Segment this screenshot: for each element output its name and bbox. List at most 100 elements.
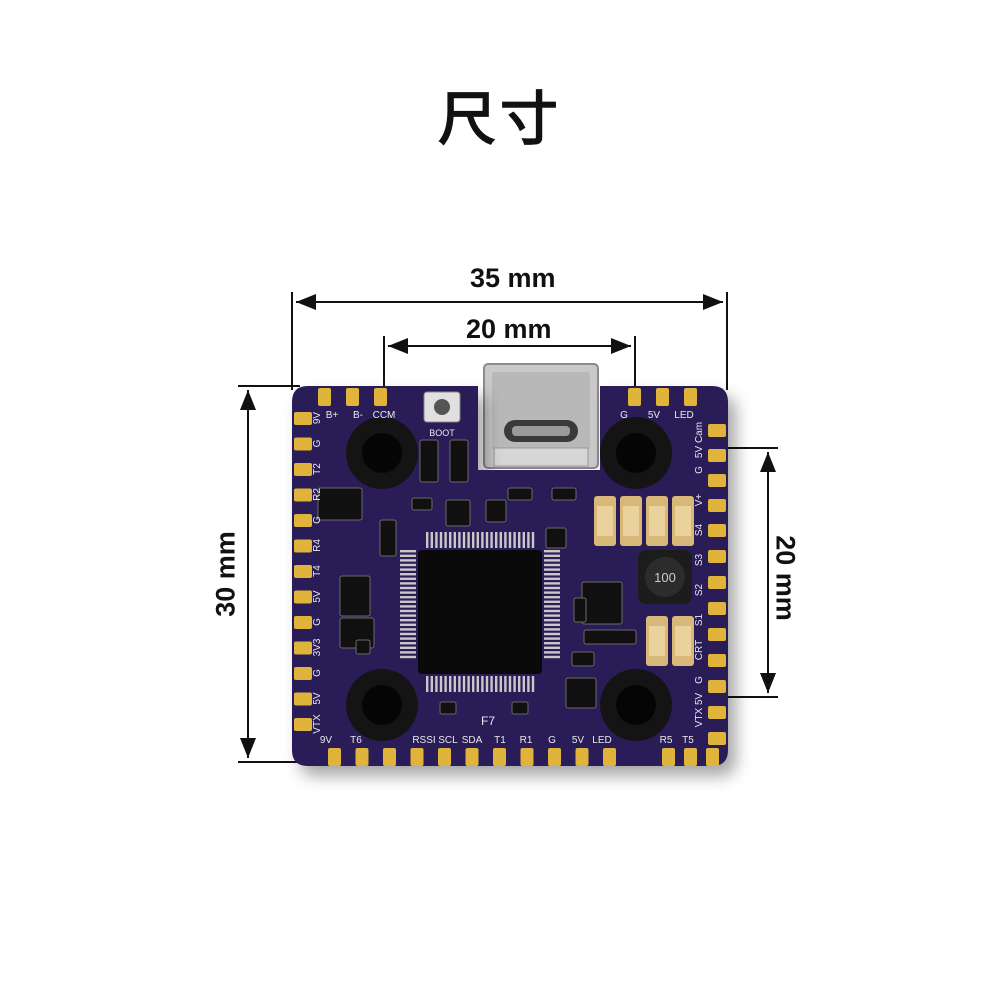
solder-pad	[294, 718, 312, 731]
capacitor-body	[623, 506, 639, 536]
pin-label-left: G	[312, 516, 323, 524]
solder-pad	[708, 680, 726, 693]
solder-pad	[294, 514, 312, 527]
mounting-hole	[616, 433, 656, 473]
smd-component	[355, 639, 371, 655]
chip-silk-label: F7	[481, 714, 495, 728]
pin-label-top: G	[620, 410, 628, 421]
solder-pad	[294, 590, 312, 604]
pin-label-left: 5V	[312, 692, 323, 705]
pin-label-left: 9V	[312, 412, 323, 425]
solder-pad	[493, 748, 506, 766]
solder-pad	[294, 488, 312, 502]
boot-button-knob	[434, 399, 450, 415]
smd-component	[551, 487, 577, 501]
height-outer-label: 30 mm	[210, 531, 241, 617]
pin-label-right: G	[694, 676, 705, 684]
pin-label-bottom: SDA	[462, 735, 483, 746]
solder-pad	[548, 748, 561, 766]
solder-pad	[294, 641, 312, 655]
pin-label-bottom: 5V	[572, 735, 585, 746]
solder-pad	[294, 565, 312, 578]
pin-label-bottom: R5	[660, 735, 673, 746]
smd-component	[445, 499, 471, 527]
solder-pad	[662, 748, 675, 766]
smd-component	[581, 581, 623, 625]
solder-pad	[708, 449, 726, 462]
pin-label-right: S1	[694, 613, 705, 626]
solder-pad	[575, 748, 589, 766]
pin-label-left: R2	[312, 488, 323, 501]
solder-pad	[603, 748, 616, 766]
pin-label-top: B-	[353, 410, 363, 421]
solder-pad	[346, 388, 359, 406]
smd-component	[565, 677, 597, 709]
width-inner-label: 20 mm	[466, 314, 552, 344]
pin-label-bottom: T5	[682, 735, 694, 746]
solder-pad	[708, 550, 726, 563]
pin-label-left: G	[312, 439, 323, 447]
inductor-label: 100	[654, 570, 676, 585]
capacitor-body	[649, 506, 665, 536]
pin-label-right: S3	[694, 553, 705, 566]
solder-pad	[708, 424, 726, 437]
pin-label-bottom: T1	[494, 735, 506, 746]
solder-pad	[708, 499, 726, 512]
solder-pad	[294, 412, 312, 425]
capacitor-body	[649, 626, 665, 656]
pin-label-left: R4	[312, 539, 323, 552]
solder-pad	[520, 748, 534, 766]
height-inner-label: 20 mm	[770, 535, 801, 621]
capacitor-body	[675, 506, 691, 536]
solder-pad	[708, 474, 726, 487]
pin-label-bottom: G	[548, 735, 556, 746]
pin-label-bottom: 9V	[320, 735, 333, 746]
solder-pad	[355, 748, 369, 766]
usb-c-port	[483, 363, 599, 469]
pin-label-left: G	[312, 669, 323, 677]
pin-label-right: G	[694, 466, 705, 474]
solder-pad	[708, 602, 726, 615]
solder-pad	[708, 654, 726, 667]
smd-component	[511, 701, 529, 715]
solder-pad	[628, 388, 641, 406]
pin-label-bottom: RSSI	[412, 735, 435, 746]
inductor-core	[645, 557, 685, 597]
smd-component	[419, 439, 439, 483]
pin-label-right: 5V Cam	[694, 422, 705, 458]
height-outer-dimension	[238, 385, 300, 763]
pin-label-top: 5V	[648, 410, 661, 421]
pin-label-right: CRT	[694, 640, 705, 660]
smd-component	[379, 519, 397, 557]
smd-component	[571, 651, 595, 667]
solder-pad	[294, 667, 312, 680]
boot-label: BOOT	[429, 428, 455, 438]
solder-pad	[294, 616, 312, 629]
smd-component	[411, 497, 433, 511]
solder-pad	[706, 748, 719, 766]
solder-pad	[318, 388, 331, 406]
solder-pad	[465, 748, 479, 766]
smd-component	[439, 701, 457, 715]
solder-pad	[328, 748, 341, 766]
pin-label-top: B+	[326, 410, 339, 421]
mcu-chip	[400, 532, 560, 692]
pin-label-left: T4	[312, 565, 323, 577]
pin-label-right: S4	[694, 523, 705, 536]
mounting-hole	[362, 433, 402, 473]
solder-pad	[294, 692, 312, 706]
smd-component	[449, 439, 469, 483]
solder-pad	[438, 748, 451, 766]
height-inner-dimension	[727, 447, 778, 698]
pin-label-left: T2	[312, 463, 323, 475]
pin-label-bottom: LED	[592, 735, 611, 746]
smd-component	[583, 629, 637, 645]
pin-label-top: LED	[674, 410, 693, 421]
pin-label-left: 3V3	[312, 638, 323, 656]
pin-label-bottom: T6	[350, 735, 362, 746]
width-outer-dimension	[291, 292, 728, 390]
solder-pad	[708, 524, 726, 537]
smd-component	[545, 527, 567, 549]
mounting-hole	[362, 685, 402, 725]
